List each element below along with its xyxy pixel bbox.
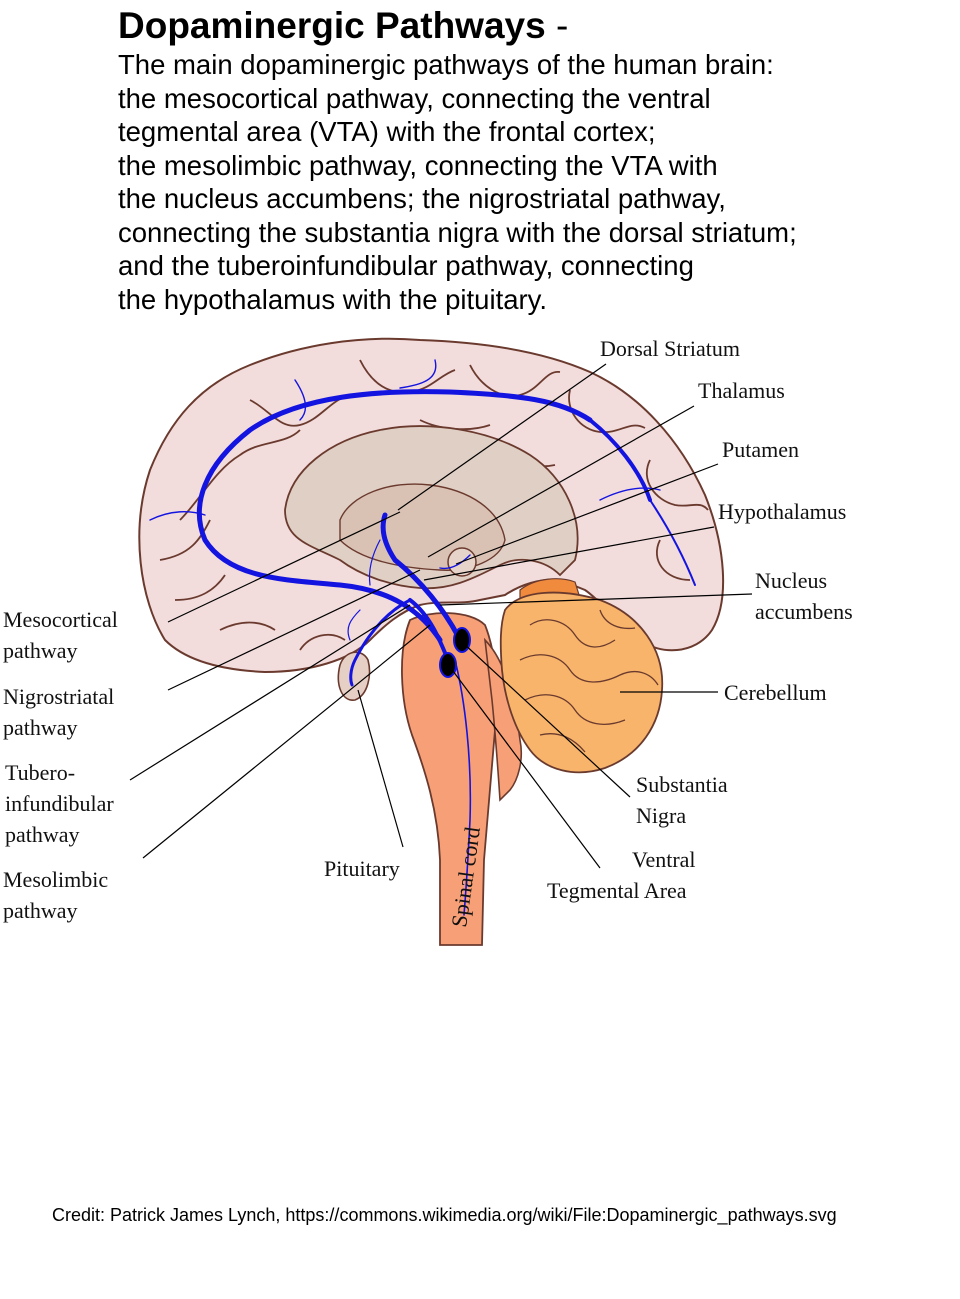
description-line: the mesolimbic pathway, connecting the V… (118, 149, 718, 181)
nigrostriatal-path (380, 512, 463, 643)
substantia-nigra-dot (453, 627, 471, 653)
leader-lines (129, 363, 753, 869)
vta-dot (439, 652, 457, 678)
label-tuberoinfundibular-3: pathway (5, 822, 80, 847)
header: Dopaminergic Pathways - The main dopamin… (118, 4, 948, 316)
description: The main dopaminergic pathways of the hu… (118, 48, 948, 316)
pituitary-shape (337, 651, 371, 701)
title-text: Dopaminergic Pathways (118, 5, 546, 46)
tuberoinfundibular-path (349, 598, 412, 687)
label-thalamus: Thalamus (698, 378, 785, 403)
description-line: the hypothalamus with the pituitary. (118, 283, 548, 315)
label-cerebellum: Cerebellum (724, 680, 827, 705)
title-suffix: - (545, 5, 569, 46)
credit-line: Credit: Patrick James Lynch, https://com… (52, 1205, 837, 1225)
mesolimbic-path (649, 499, 696, 586)
description-line: tegmental area (VTA) with the frontal co… (118, 116, 656, 147)
label-mesocortical-2: pathway (3, 638, 78, 663)
label-nigrostriatal-2: pathway (3, 715, 78, 740)
cerebellum-shape (499, 591, 664, 774)
description-line: and the tuberoinfundibular pathway, conn… (118, 250, 694, 281)
label-nigrostriatal-1: Nigrostriatal (3, 684, 114, 709)
label-putamen: Putamen (722, 437, 799, 462)
label-pituitary: Pituitary (324, 856, 400, 881)
label-tuberoinfundibular-2: infundibular (5, 791, 114, 816)
label-tuberoinfundibular-1: Tubero- (5, 760, 75, 785)
page-title: Dopaminergic Pathways - (118, 4, 948, 48)
description-line: connecting the substantia nigra with the… (118, 216, 797, 248)
label-substantia-nigra-1: Substantia (636, 772, 728, 797)
label-hypothalamus: Hypothalamus (718, 499, 846, 524)
mesocortical-path (196, 389, 593, 643)
label-mesocortical-1: Mesocortical (3, 607, 118, 632)
cerebellum-folds (519, 609, 659, 753)
label-mesolimbic-1: Mesolimbic (3, 867, 108, 892)
description-line: the nucleus accumbens; the nigrostriatal… (118, 183, 726, 214)
brain-diagram: Dorsal Striatum Thalamus Putamen Hypotha… (3, 336, 853, 946)
label-mesolimbic-2: pathway (3, 898, 78, 923)
label-nucleus-accumbens-1: Nucleus (755, 568, 827, 593)
label-substantia-nigra-2: Nigra (636, 803, 686, 828)
description-line: The main dopaminergic pathways of the hu… (118, 49, 774, 80)
label-vta-2: Tegmental Area (547, 878, 687, 903)
label-nucleus-accumbens-2: accumbens (755, 599, 853, 624)
label-dorsal-striatum: Dorsal Striatum (600, 336, 740, 361)
frontal-tract (588, 418, 652, 502)
spinal-descending-path (454, 659, 472, 916)
brainstem (401, 612, 498, 946)
label-vta-1: Ventral (632, 847, 696, 872)
description-line: the mesocortical pathway, connecting the… (118, 82, 711, 114)
